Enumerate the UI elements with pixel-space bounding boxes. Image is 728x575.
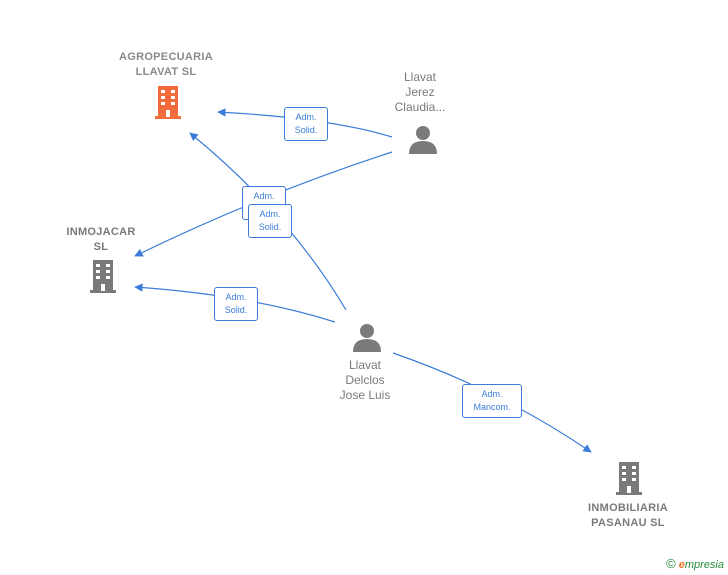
person-name-line2: Jerez [405,85,435,99]
company-name-line2: SL [93,241,109,253]
edge-label-line1: Adm. [225,292,247,302]
building-icon[interactable] [613,460,645,496]
company-name-line2: LLAVAT SL [135,66,197,78]
company-name-line2: PASANAU SL [591,517,665,529]
edge-label-line1: Adm. [259,209,281,219]
person-label-joseluis[interactable]: Llavat Delclos Jose Luis [325,358,405,403]
person-icon[interactable] [352,322,382,352]
person-name-line2: Delclos [345,373,385,387]
building-icon[interactable] [87,258,119,294]
company-name-line1: INMOJACAR [66,226,136,238]
company-label-agropecuaria[interactable]: AGROPECUARIA LLAVAT SL [96,50,236,80]
company-name-line1: INMOBILIARIA [588,502,668,514]
company-name-line1: AGROPECUARIA [118,51,214,63]
brand-name: mpresia [684,559,724,571]
person-icon[interactable] [408,124,438,154]
edge-label-line1: Adm. [253,191,275,201]
person-label-claudia[interactable]: Llavat Jerez Claudia... [380,70,460,115]
edge-label-line1: Adm. [481,389,503,399]
empresia-watermark: ©empresia [666,556,724,571]
person-name-line3: Claudia... [394,100,446,114]
edge-label-adm-solid[interactable]: Adm. Solid. [248,204,292,238]
copyright-icon: © [666,556,676,571]
edge-label-line1: Adm. [295,112,317,122]
company-label-inmojacar[interactable]: INMOJACAR SL [56,225,146,255]
edge-label-adm-solid[interactable]: Adm. Solid. [284,107,328,141]
edge-label-adm-mancom[interactable]: Adm. Mancom. [462,384,522,418]
company-label-inmobiliaria[interactable]: INMOBILIARIA PASANAU SL [570,501,686,531]
brand-initial: e [678,559,685,571]
edge-label-line2: Solid. [294,125,318,135]
edge-label-line2: Solid. [224,305,248,315]
person-name-line3: Jose Luis [339,388,391,402]
edge-label-line2: Mancom. [473,402,511,412]
edge-label-adm-solid[interactable]: Adm. Solid. [214,287,258,321]
edge-label-line2: Solid. [258,222,282,232]
person-name-line1: Llavat [403,70,437,84]
building-icon[interactable] [152,84,184,120]
person-name-line1: Llavat [348,358,382,372]
